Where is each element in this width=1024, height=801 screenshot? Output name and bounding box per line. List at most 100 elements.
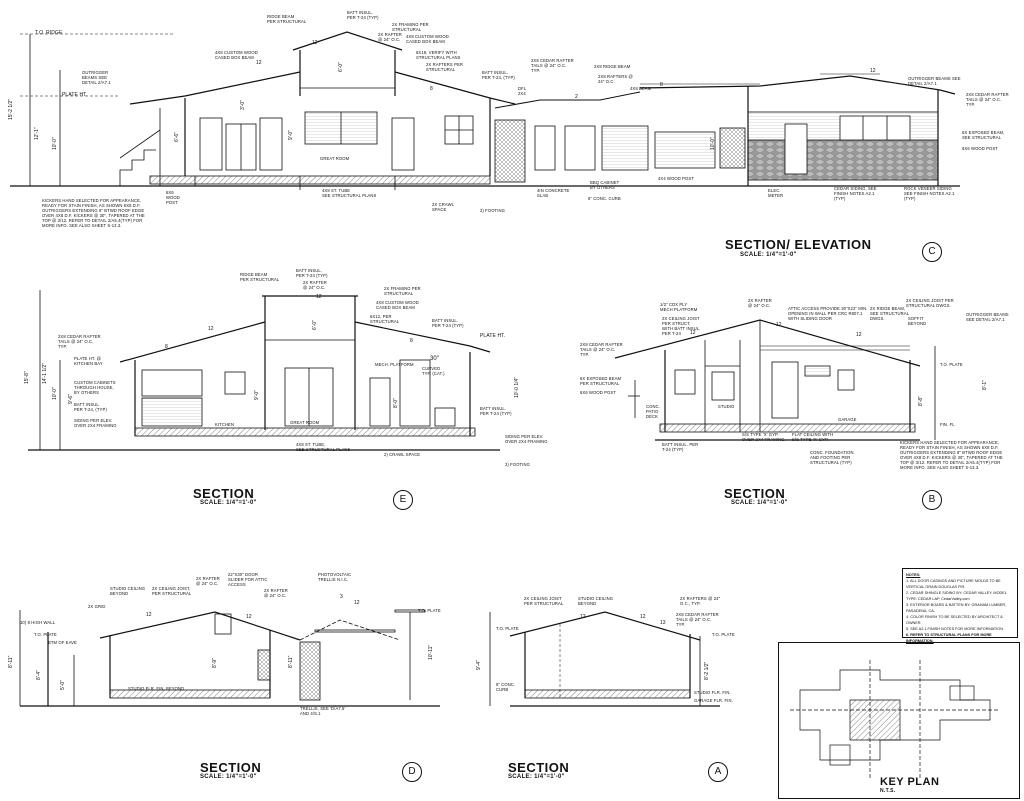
dimension: 12 xyxy=(856,332,862,338)
annotation: 2X CEILING JOIST PER STRUCTURAL DWGS. xyxy=(906,298,954,308)
annotation: KITCHEN xyxy=(215,422,235,427)
section-e-title: SECTION xyxy=(193,486,255,501)
annotation: GARAGE xyxy=(838,417,857,422)
annotation: CEDAR SIDING, SEE FINISH NOTES A2.1 (TYP… xyxy=(834,186,877,201)
note-item: 5. SEE A2.1 FINISH NOTES FOR MORE INFORM… xyxy=(906,627,1005,631)
dimension: 8'-2 1/2" xyxy=(704,661,710,680)
dimension: 12 xyxy=(256,60,262,66)
annotation: 2X RAFTERS @ 24" O.C., TYP. xyxy=(680,596,721,606)
annotation: BATT INSUL. PER T-24 (TYP) xyxy=(432,318,464,328)
dimension: 8'-11" xyxy=(8,655,14,668)
dimension: 12 xyxy=(316,294,322,300)
annotation: PLATE HT. xyxy=(62,92,88,98)
dimension: 15'-8" xyxy=(24,371,30,384)
annotation: 2X8 CEDAR RAFTER TAILS @ 24" O.C. TYP. xyxy=(580,342,623,357)
annotation: 6X6 WOOD POST xyxy=(580,390,616,395)
annotation: BATT INSUL. PER T-24 (TYP) xyxy=(296,268,328,278)
annotation: TRELLIS, SEE 'D/A7.5' AND 4/S.1 xyxy=(300,706,346,716)
dimension: 12 xyxy=(690,330,696,336)
annotation: 4X8 CUSTOM WOOD CASED BOX BEAM xyxy=(376,300,419,310)
annotation: PLATE HT. xyxy=(480,333,506,339)
dimension: 13 xyxy=(660,620,666,626)
annotation: 2X GRID xyxy=(88,604,106,609)
annotation: 4X8 ST. TUBE, SEE STRUCTURAL PLANS xyxy=(296,442,351,452)
dimension: 10'-0 1/4" xyxy=(514,376,520,398)
annotation: KICKERS HAND SELECTED FOR APPEARANCE, RE… xyxy=(900,440,1003,470)
note-item: 4. COLOR FINISH TO BE SELECTED BY ARCHIT… xyxy=(906,615,1003,625)
annotation: 6" CONC. CURB xyxy=(588,196,621,201)
annotation: 2X8 RAFTERS @ 24" O.C. xyxy=(598,74,633,84)
dimension: 3'-0" xyxy=(240,100,246,110)
note-item: 2. CEDAR SHINGLE SIDING BY: CEDAR VALLEY… xyxy=(906,591,1007,601)
dimension: 12 xyxy=(870,68,876,74)
section-b-bubble: B xyxy=(922,490,942,510)
annotation: 2X RAFTER @ 24" O.C. xyxy=(264,588,288,598)
dimension: 10'-0" xyxy=(52,387,58,400)
annotation: 2X8 RIDGE BEAM xyxy=(594,64,631,69)
annotation: STUDIO xyxy=(718,404,735,409)
note-item: 1. ALL DOOR CASINGS AND PICTURE MOLDS TO… xyxy=(906,579,1001,589)
annotation: 2X8 CEDAR RAFTER TAILS @ 24" O.C. TYP. xyxy=(531,58,574,73)
section-d-scale: SCALE: 1/4"=1'-0" xyxy=(200,774,257,780)
annotation: 6X18, VERIFY WITH STRUCTURAL PLANS xyxy=(416,50,461,60)
dimension: 30" xyxy=(430,356,439,362)
dimension: 6'-0" xyxy=(312,320,318,330)
note-item: 3. EXTERIOR BOARD & BATTEN BY: GRAHAM LU… xyxy=(906,603,1007,613)
dimension: 8'-9" xyxy=(212,658,218,668)
note-item: 6. REFER TO STRUCTURAL PLANS FOR MORE IN… xyxy=(906,633,992,643)
section-e-bubble: E xyxy=(393,490,413,510)
dimension: 12 xyxy=(146,612,152,618)
annotation: T.O. PLATE xyxy=(496,626,519,631)
annotation: 4X8 BEAM xyxy=(630,86,652,91)
annotation: 2X CEILING JOIST PER STRUCTURAL xyxy=(524,596,564,606)
section-d-title: SECTION xyxy=(200,760,262,775)
dimension: 8'-4" xyxy=(36,670,42,680)
notes-heading: NOTES: xyxy=(906,573,921,577)
section-d-drawing xyxy=(19,609,440,707)
section-e-scale: SCALE: 1/4"=1'-0" xyxy=(200,500,257,506)
annotation: GREAT ROOM xyxy=(320,156,350,161)
section-e-drawing xyxy=(28,290,500,451)
annotation: 2) CRAWL SPACE xyxy=(384,452,421,457)
annotation: S/S TYPE 'X' GYP. OVER 2X4 FRAMING. xyxy=(742,432,786,442)
annotation: T.O. PLATE xyxy=(940,362,963,367)
annotation: BATT INSUL. PER T-24, (TYP) xyxy=(482,70,515,80)
annotation: CONC. FOUNDATION AND FOOTING PER STRUCTU… xyxy=(810,450,854,465)
section-a-bubble: A xyxy=(708,762,728,782)
annotation: 6X EXPOSED BEAM, SEE STRUCTURAL xyxy=(962,130,1005,140)
dimension: 9'-6" xyxy=(68,394,74,404)
annotation: BATT INSUL. PER T-24 (TYP) xyxy=(480,406,512,416)
dimension: 2 xyxy=(575,94,578,100)
annotation: 2X CRAWL SPACE xyxy=(432,202,455,212)
section-b-title: SECTION xyxy=(724,486,786,501)
annotation: PHOTOVOLTAIC TRELLIS N.I.C. xyxy=(318,572,352,582)
annotation: 6X6 WOOD POST xyxy=(962,146,998,151)
annotation: ATTIC ACCESS PROVIDE 30"X22" MIN. OPENIN… xyxy=(788,306,868,321)
section-b-drawing xyxy=(614,319,936,441)
annotation: STUDIO FLR. FIN. xyxy=(694,690,731,695)
annotation: T.O. PLATE xyxy=(34,632,57,637)
dimension: 6'-0" xyxy=(338,62,344,72)
annotation: 2X8 CEDAR RAFTER TAILS @ 24" O.C. TYP. xyxy=(676,612,719,627)
annotation: RIDGE BEAM PER STRUCTURAL xyxy=(267,14,307,24)
dimension: 8 xyxy=(660,82,663,88)
annotation: T.O. PLATE xyxy=(418,608,441,613)
annotation: BTM OF EAVE xyxy=(48,640,77,645)
annotation: STUDIO CEILING BEYOND xyxy=(578,596,614,606)
annotation: 2X8 CEDAR RAFTER TAILS @ 24" O.C. TYP. xyxy=(58,334,101,349)
dimension: 6'-6" xyxy=(174,132,180,142)
annotation: BATT INSUL. PER T-24 (TYP) xyxy=(347,10,379,20)
section-a-title: SECTION xyxy=(508,760,570,775)
annotation: MECH. PLATFORM xyxy=(375,362,414,367)
annotation: CURVED TYP. (CAT.) xyxy=(422,366,445,376)
dimension: 3 xyxy=(340,594,343,600)
section-c-drawing xyxy=(10,31,960,190)
annotation: SIDING PER ELEV. OVER 2X4 FRAMING xyxy=(505,434,548,444)
annotation: OUTRIGGER BEAMS SEE DETAIL 2/A7.1 xyxy=(908,76,961,86)
annotation: STUDIO CEILING BEYOND xyxy=(110,586,146,596)
annotation: 6X6 WOOD POST xyxy=(166,190,180,205)
annotation: BATT INSUL. PER T-24 (TYP) xyxy=(662,442,699,452)
dimension: 8'-11" xyxy=(288,655,294,668)
section-c-scale: SCALE: 1/4"=1'-0" xyxy=(740,252,797,258)
